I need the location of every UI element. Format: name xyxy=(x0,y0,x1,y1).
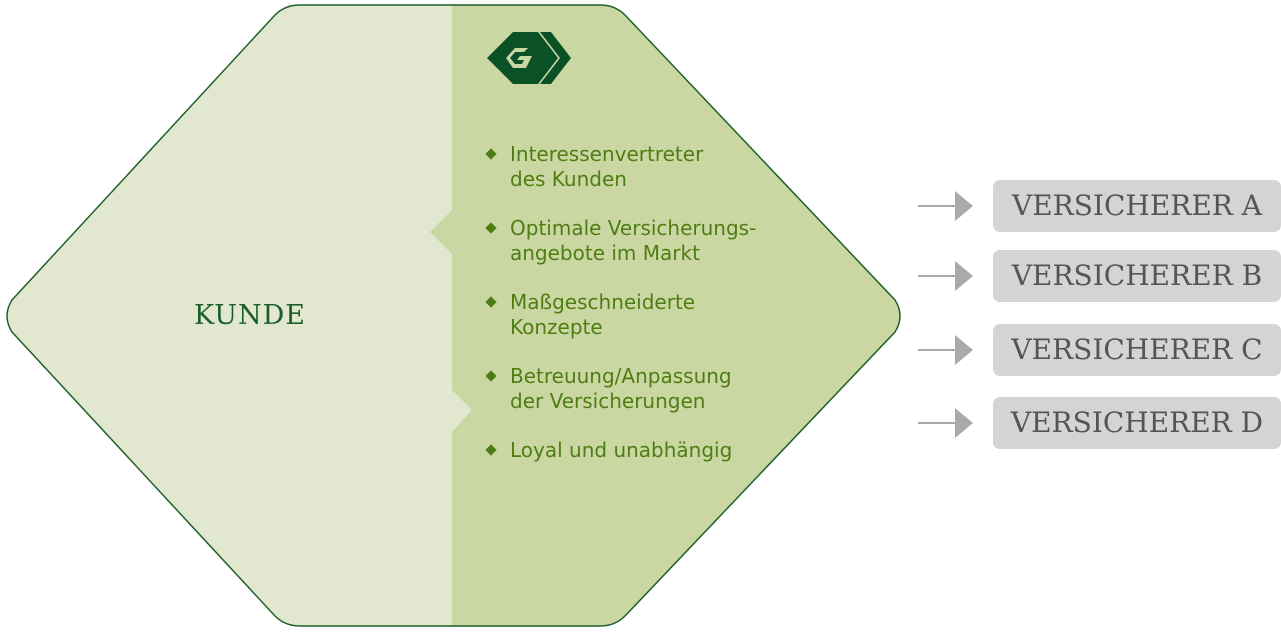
diamond-bullet-icon xyxy=(485,370,497,382)
benefit-line: Loyal und unabhängig xyxy=(510,438,733,462)
benefit-item: Loyal und unabhängig xyxy=(485,438,800,463)
benefit-line: Optimale Versicherungs- xyxy=(510,216,757,240)
insurer-b: VERSICHERER B xyxy=(918,250,1281,302)
arrow-right-icon xyxy=(918,261,973,291)
customer-label: KUNDE xyxy=(194,300,306,331)
benefit-line: des Kunden xyxy=(510,167,627,191)
benefit-line: Konzepte xyxy=(510,315,603,339)
benefit-line: Maßgeschneiderte xyxy=(510,290,696,314)
diamond-bullet-icon xyxy=(485,148,497,160)
diamond-bullet-icon xyxy=(485,296,497,308)
benefit-line: angebote im Markt xyxy=(510,241,700,265)
insurer-box: VERSICHERER A xyxy=(993,180,1281,232)
g-chevron-logo xyxy=(487,32,571,84)
arrow-right-icon xyxy=(918,191,973,221)
benefit-item: Optimale Versicherungs-angebote im Markt xyxy=(485,216,800,266)
benefit-line: der Versicherungen xyxy=(510,389,706,413)
arrow-right-icon xyxy=(918,335,973,365)
diamond-bullet-icon xyxy=(485,222,497,234)
benefit-line: Interessenvertreter xyxy=(510,142,704,166)
diamond-bullet-icon xyxy=(485,444,497,456)
arrow-right-icon xyxy=(918,408,973,438)
insurer-box: VERSICHERER B xyxy=(993,250,1281,302)
insurer-box: VERSICHERER D xyxy=(993,397,1281,449)
insurer-d: VERSICHERER D xyxy=(918,397,1281,449)
insurer-a: VERSICHERER A xyxy=(918,180,1281,232)
insurer-c: VERSICHERER C xyxy=(918,324,1281,376)
benefit-line: Betreuung/Anpassung xyxy=(510,364,732,388)
insurer-box: VERSICHERER C xyxy=(993,324,1281,376)
hexagon-border xyxy=(6,4,901,627)
